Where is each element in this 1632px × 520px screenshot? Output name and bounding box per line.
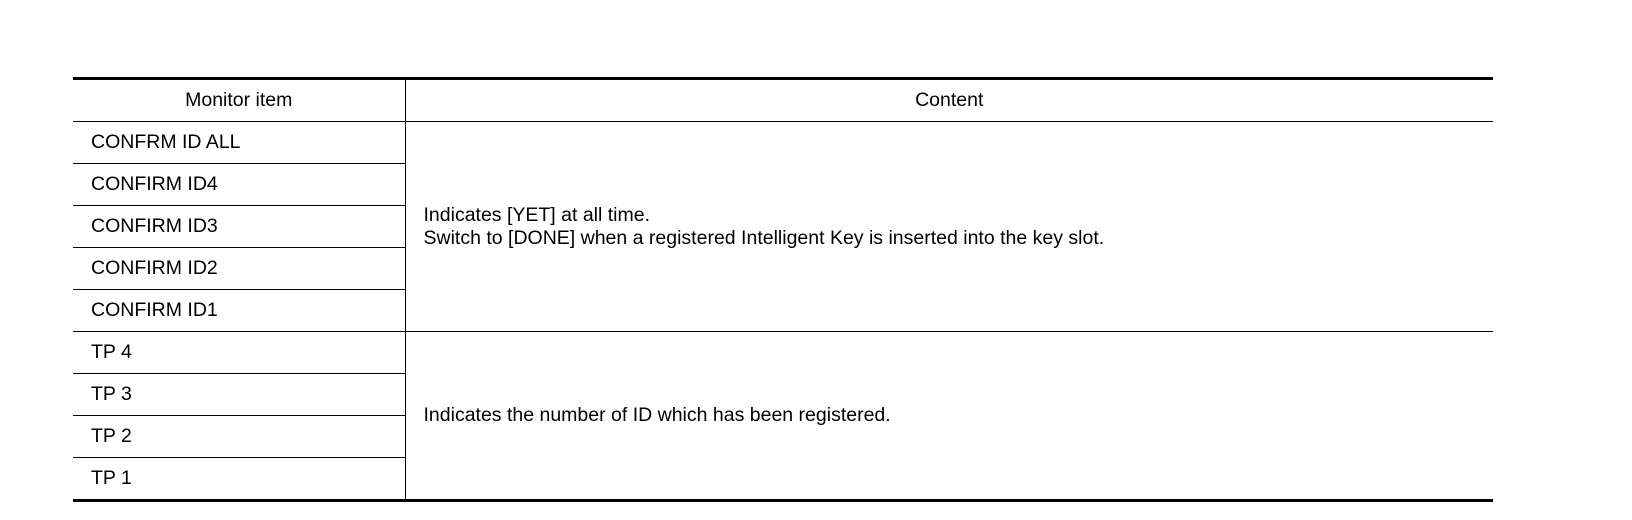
header-monitor-item: Monitor item [73,78,406,122]
monitor-item-cell: CONFIRM ID3 [73,205,406,248]
table-row: TP 3 [73,373,1493,416]
table-row: TP 2 [73,415,1493,458]
table-row: CONFIRM ID2 [73,247,1493,290]
content-line: Indicates the number of ID which has bee… [423,404,891,427]
table-row: CONFRM ID ALL Indicates [YET] at all tim… [73,121,1493,249]
monitor-item-cell: CONFIRM ID4 [73,163,406,206]
content-cell: Indicates [YET] at all time. Switch to [… [405,122,1493,332]
monitor-item-cell: TP 2 [73,415,406,458]
monitor-item-cell: TP 3 [73,373,406,416]
table-row: CONFIRM ID4 [73,163,1493,206]
table-header-row: Monitor item Content [73,78,1493,122]
content-line: Switch to [DONE] when a registered Intel… [423,226,1105,249]
monitor-item-table: Monitor item Content CONFRM ID ALL Indic… [73,77,1493,502]
content-line: Indicates [YET] at all time. [423,204,651,227]
table-row: CONFIRM ID3 [73,205,1493,248]
monitor-item-cell: CONFIRM ID1 [73,289,406,332]
table-row: TP 4 Indicates the number of ID which ha… [73,331,1493,426]
monitor-item-cell: CONFRM ID ALL [73,121,406,164]
monitor-item-cell: TP 1 [73,457,406,501]
monitor-item-cell: TP 4 [73,331,406,374]
monitor-item-cell: CONFIRM ID2 [73,247,406,290]
content-cell: Indicates the number of ID which has bee… [405,332,1493,501]
header-content: Content [405,78,1493,122]
